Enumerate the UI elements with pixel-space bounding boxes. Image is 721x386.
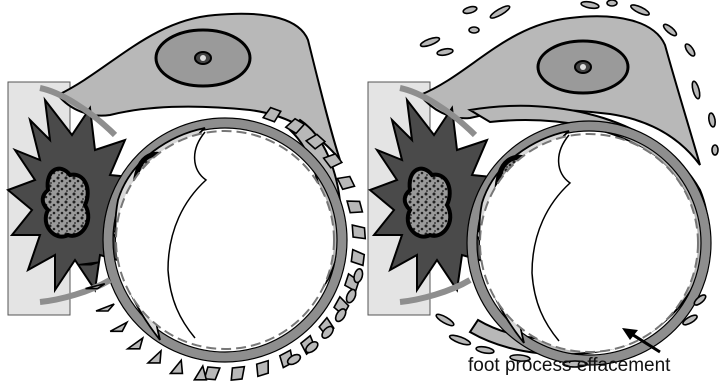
foot-process — [170, 360, 182, 373]
capillary-lumen — [116, 131, 334, 349]
normal-capillary-panel — [8, 14, 365, 380]
foot-process — [352, 225, 365, 239]
podocyte-fragment — [581, 0, 600, 9]
foot-process — [194, 366, 206, 380]
foot-process — [257, 361, 269, 377]
mesangial-nucleus — [405, 169, 451, 237]
foot-process — [204, 367, 219, 380]
effaced-capillary-panel — [368, 0, 718, 367]
capillary-lumen — [480, 134, 698, 352]
podocyte-fragment — [476, 345, 495, 354]
mesangial-nucleus — [43, 169, 89, 237]
podocyte-fragment — [435, 312, 455, 327]
podocyte-fragment — [712, 145, 718, 155]
podocyte-fragment — [437, 48, 454, 57]
foot-process — [337, 176, 354, 189]
podocyte-fragment — [630, 3, 651, 17]
podocyte-fragment — [684, 43, 697, 58]
podocyte-fragment — [691, 81, 701, 100]
foot-process-effacement-label: foot process effacement — [468, 355, 670, 377]
podocyte-fragment — [662, 23, 678, 38]
foot-process — [351, 250, 364, 266]
podocyte-fragment — [708, 113, 716, 128]
foot-process — [231, 367, 244, 380]
foot-process — [148, 351, 161, 363]
podocyte-fragment — [462, 5, 477, 14]
foot-process — [345, 288, 358, 304]
foot-process — [110, 322, 127, 331]
podocyte-fragment — [449, 333, 472, 346]
foot-process — [96, 304, 114, 311]
podocyte-fragment — [607, 0, 617, 6]
podocyte-fragment — [489, 4, 511, 20]
foot-process — [347, 201, 362, 213]
foot-process — [128, 338, 143, 349]
podocyte-fragment — [469, 27, 479, 33]
podocyte-fragment — [420, 36, 441, 48]
foot-process — [353, 268, 364, 284]
